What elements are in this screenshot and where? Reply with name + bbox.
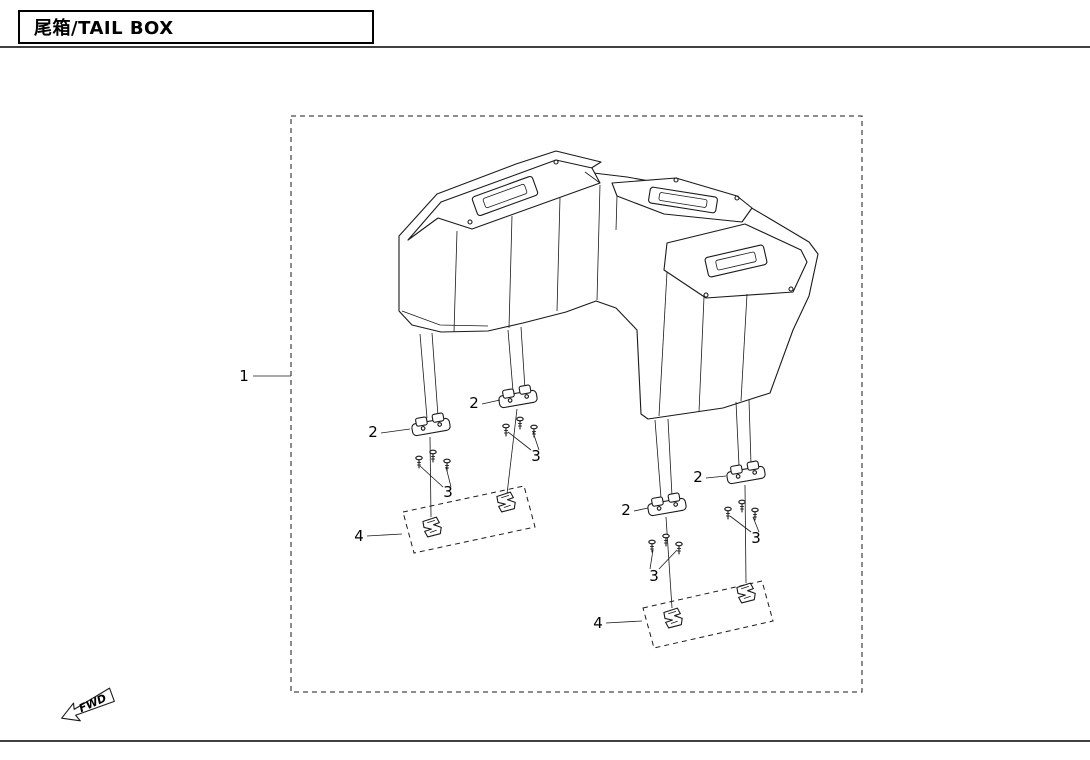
callout-part2: 2 [621, 501, 631, 519]
screw [443, 458, 451, 472]
screw [662, 533, 670, 547]
right-lid-latch-screw [703, 292, 709, 298]
mount-bracket-4 [724, 459, 767, 485]
fwd-arrow: FWD [61, 687, 115, 722]
callout-part2: 2 [368, 423, 378, 441]
fwd-arrow-label: FWD [77, 692, 109, 716]
page-title: 尾箱/TAIL BOX [34, 18, 174, 39]
callout-part2: 2 [693, 468, 703, 486]
callout-leaders [253, 375, 760, 624]
screw [724, 506, 732, 520]
clip-kit-box-left [402, 485, 536, 554]
clip [663, 607, 684, 629]
center-lid-panel [648, 186, 718, 214]
clip [422, 516, 443, 538]
left-lid-latch-screw [467, 219, 473, 225]
screw [516, 416, 524, 430]
screw [751, 507, 759, 521]
screw [502, 423, 510, 437]
screw [415, 455, 423, 469]
callout-part2: 2 [469, 394, 479, 412]
center-lid-latch-screw [734, 195, 740, 201]
clip-kit-box-right [642, 580, 774, 649]
tailbox-illustration [398, 150, 819, 649]
mount-bracket-1 [409, 411, 452, 437]
screw [675, 541, 683, 555]
callout-part3: 3 [751, 529, 761, 547]
callout-part3: 3 [443, 483, 453, 501]
right-lid-latch-screw [788, 286, 794, 292]
screw [738, 499, 746, 513]
screw [648, 539, 656, 553]
mount-bracket-2 [496, 383, 539, 409]
screw [429, 449, 437, 463]
assembly-boundary-box [290, 115, 863, 693]
callout-labels: 1 2 2 2 2 3 3 3 3 4 4 [239, 367, 761, 632]
right-lid-panel [704, 244, 768, 278]
tailbox-body-details [401, 171, 748, 417]
callout-part1: 1 [239, 367, 249, 385]
left-lid [407, 159, 601, 241]
callout-part4: 4 [354, 527, 364, 545]
center-lid [611, 177, 753, 223]
left-lid-panel [471, 175, 539, 217]
left-lid-latch-screw [553, 159, 559, 165]
center-lid-latch-screw [673, 177, 679, 183]
right-lid [663, 223, 808, 299]
callout-part4: 4 [593, 614, 603, 632]
diagram-title-box: 尾箱/TAIL BOX [18, 10, 374, 44]
callout-part3: 3 [531, 447, 541, 465]
callout-part3: 3 [649, 567, 659, 585]
mount-bracket-3 [645, 491, 688, 517]
clip [496, 491, 517, 513]
